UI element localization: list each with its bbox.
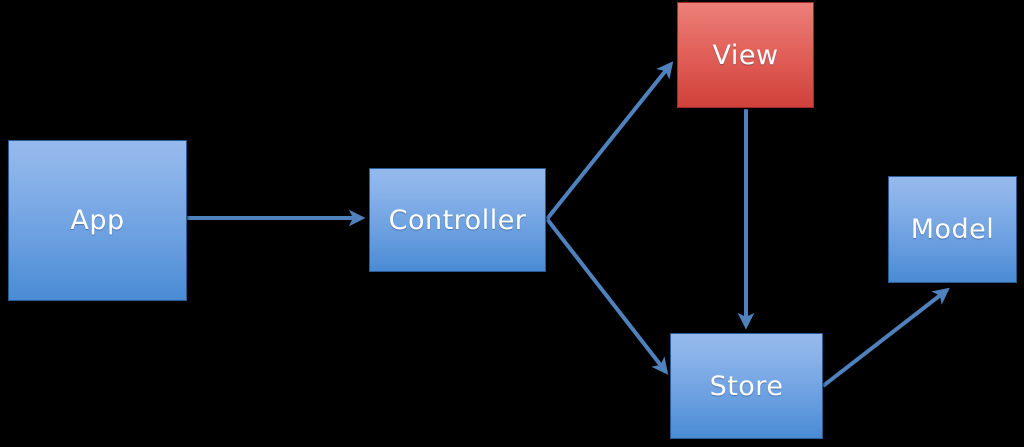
node-store-label: Store [709, 370, 784, 402]
node-controller-label: Controller [388, 204, 527, 236]
node-view-label: View [712, 39, 779, 71]
edge-controller-to-store [545, 217, 669, 375]
node-view[interactable]: View [677, 2, 814, 108]
edge-store-to-model [821, 287, 950, 388]
edge-controller-to-view [545, 61, 674, 221]
node-model[interactable]: Model [888, 176, 1017, 283]
node-store[interactable]: Store [670, 333, 823, 439]
node-model-label: Model [910, 214, 995, 245]
node-app[interactable]: App [8, 140, 187, 301]
node-controller[interactable]: Controller [369, 168, 546, 272]
node-app-label: App [70, 205, 125, 236]
